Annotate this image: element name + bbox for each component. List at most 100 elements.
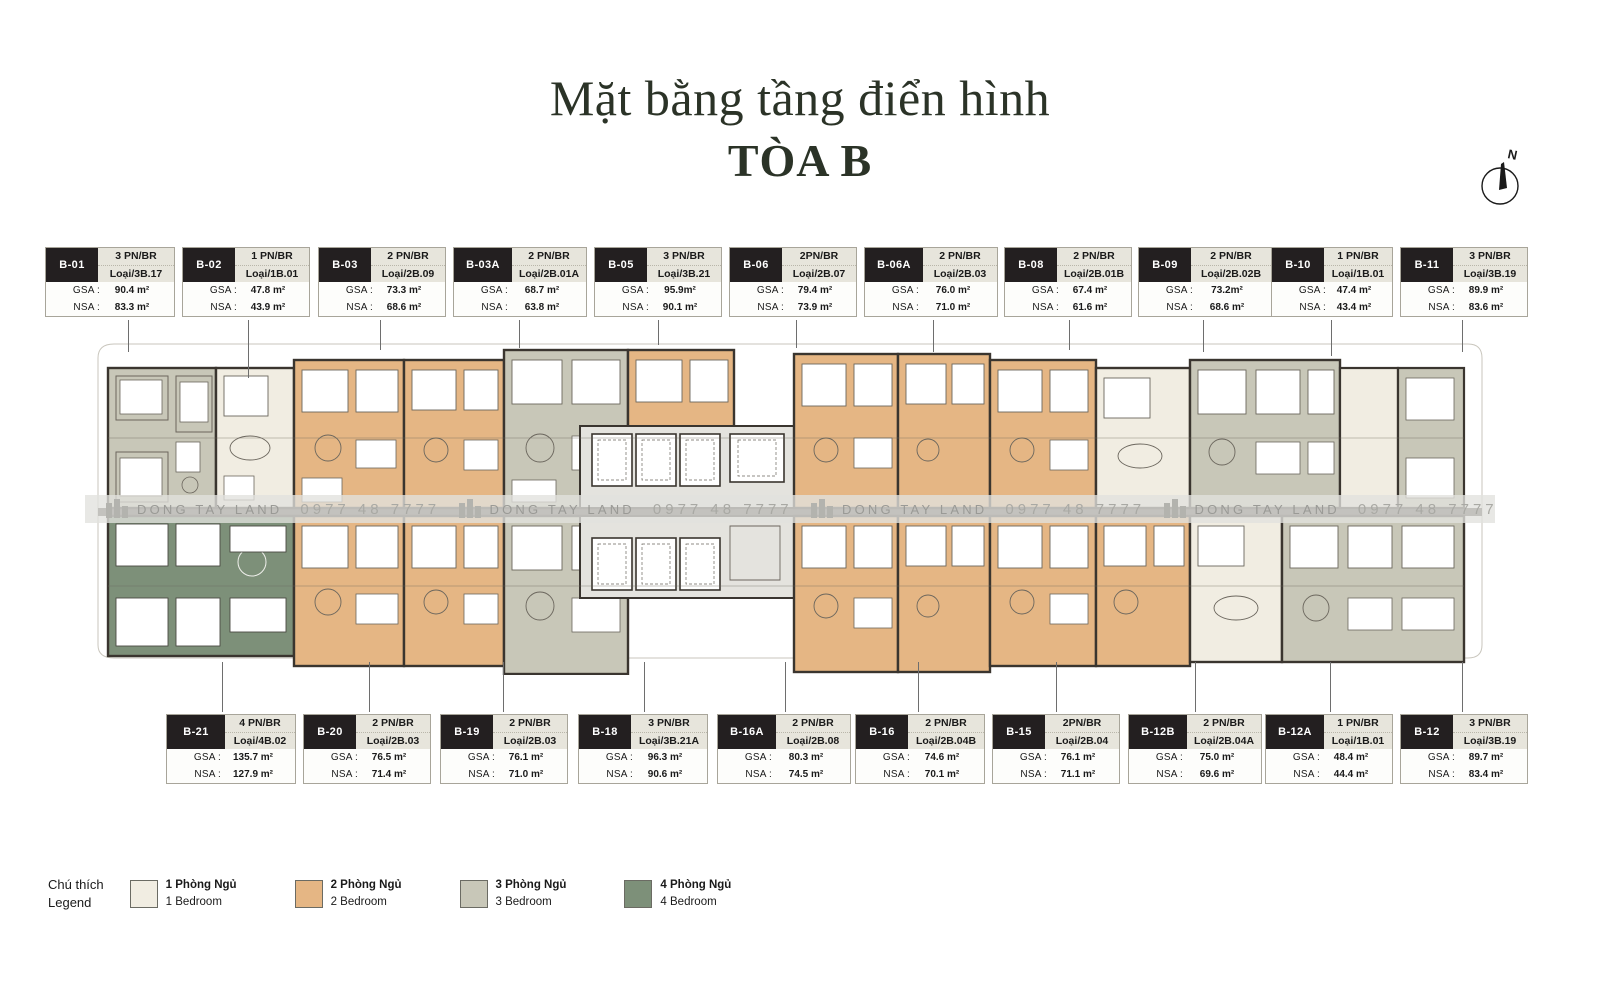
nsa-value: 83.6 m²	[1468, 302, 1504, 313]
unit-gsa-row: GSA :135.7 m²	[167, 749, 295, 766]
nsa-label: NSA :	[468, 769, 495, 780]
unit-nsa-row: NSA :43.9 m²	[183, 299, 309, 316]
gsa-value: 75.0 m²	[1199, 752, 1235, 763]
nsa-label: NSA :	[606, 769, 633, 780]
nsa-value: 74.5 m²	[788, 769, 824, 780]
unit-loai-code: Loại/4B.02	[233, 734, 287, 747]
unit-code: B-12	[1401, 715, 1453, 749]
gsa-value: 67.4 m²	[1072, 285, 1108, 296]
unit-loai-code: Loại/2B.03	[366, 734, 420, 747]
unit-loai-code: Loại/2B.03	[933, 267, 987, 280]
gsa-value: 48.4 m²	[1333, 752, 1369, 763]
gsa-value: 89.7 m²	[1468, 752, 1504, 763]
leader-line	[369, 662, 370, 712]
unit-gsa-row: GSA :79.4 m²	[730, 282, 856, 299]
unit-nsa-row: NSA :90.6 m²	[579, 766, 707, 783]
unit-shape-b16a	[792, 514, 900, 674]
nsa-label: NSA :	[622, 302, 649, 313]
leader-line	[519, 320, 520, 348]
unit-bedroom-type: 2 PN/BR	[1191, 248, 1271, 266]
unit-loai-code: Loại/1B.01	[1331, 734, 1385, 747]
unit-nsa-row: NSA :70.1 m²	[856, 766, 984, 783]
unit-loai-code: Loại/3B.17	[109, 267, 163, 280]
unit-gsa-row: GSA :76.1 m²	[441, 749, 567, 766]
unit-loai-code: Loại/1B.01	[1331, 267, 1385, 280]
unit-code: B-19	[441, 715, 493, 749]
legend-swatch-icon	[294, 879, 323, 908]
unit-loai-code: Loại/3B.21A	[638, 734, 700, 747]
legend-label-vn: 1 Phòng Ngủ	[165, 879, 237, 892]
unit-bedroom-type: 2 PN/BR	[371, 248, 445, 266]
unit-nsa-row: NSA :44.4 m²	[1266, 766, 1392, 783]
unit-nsa-row: NSA :43.4 m²	[1272, 299, 1392, 316]
unit-nsa-row: NSA :68.6 m²	[319, 299, 445, 316]
nsa-label: NSA :	[481, 302, 508, 313]
unit-shape-b06a	[792, 352, 900, 510]
gsa-value: 89.9 m²	[1468, 285, 1504, 296]
unit-bedroom-type: 3 PN/BR	[1453, 715, 1527, 733]
unit-shape-b15	[988, 514, 1098, 668]
unit-gsa-row: GSA :89.7 m²	[1401, 749, 1527, 766]
unit-gsa-row: GSA :73.3 m²	[319, 282, 445, 299]
unit-shape-b12a	[1188, 514, 1284, 664]
unit-gsa-row: GSA :76.1 m²	[993, 749, 1119, 766]
gsa-value: 76.5 m²	[371, 752, 407, 763]
nsa-label: NSA :	[1166, 302, 1193, 313]
unit-bedroom-type: 2 PN/BR	[1057, 248, 1131, 266]
leader-line	[1330, 662, 1331, 712]
legend-label-en: 2 Bedroom	[330, 895, 387, 908]
nsa-value: 70.1 m²	[924, 769, 960, 780]
gsa-value: 76.1 m²	[1060, 752, 1096, 763]
gsa-label: GSA :	[1298, 285, 1326, 296]
nsa-value: 71.0 m²	[508, 769, 544, 780]
gsa-value: 135.7 m²	[232, 752, 274, 763]
nsa-label: NSA :	[1428, 769, 1455, 780]
leader-line	[918, 662, 919, 712]
gsa-value: 74.6 m²	[924, 752, 960, 763]
unit-loai-code: Loại/2B.04A	[1193, 734, 1255, 747]
leader-line	[1331, 320, 1332, 356]
unit-code: B-08	[1005, 248, 1057, 282]
unit-code: B-06	[730, 248, 782, 282]
unit-loai-code: Loại/2B.01A	[518, 267, 580, 280]
nsa-value: 83.3 m²	[114, 302, 150, 313]
unit-nsa-row: NSA :61.6 m²	[1005, 299, 1131, 316]
unit-gsa-row: GSA :76.0 m²	[865, 282, 997, 299]
unit-bedroom-type: 2 PN/BR	[512, 248, 586, 266]
gsa-value: 76.1 m²	[508, 752, 544, 763]
unit-code: B-20	[304, 715, 356, 749]
unit-code: B-03A	[454, 248, 512, 282]
unit-loai-code: Loại/2B.02B	[1200, 267, 1262, 280]
nsa-label: NSA :	[892, 302, 919, 313]
unit-gsa-row: GSA :73.2m²	[1139, 282, 1271, 299]
gsa-value: 73.2m²	[1211, 285, 1243, 296]
gsa-label: GSA :	[1155, 752, 1183, 763]
legend-title: Chú thích Legend	[48, 876, 104, 911]
unit-bedroom-type: 3 PN/BR	[647, 248, 721, 266]
leader-line	[1462, 662, 1463, 712]
